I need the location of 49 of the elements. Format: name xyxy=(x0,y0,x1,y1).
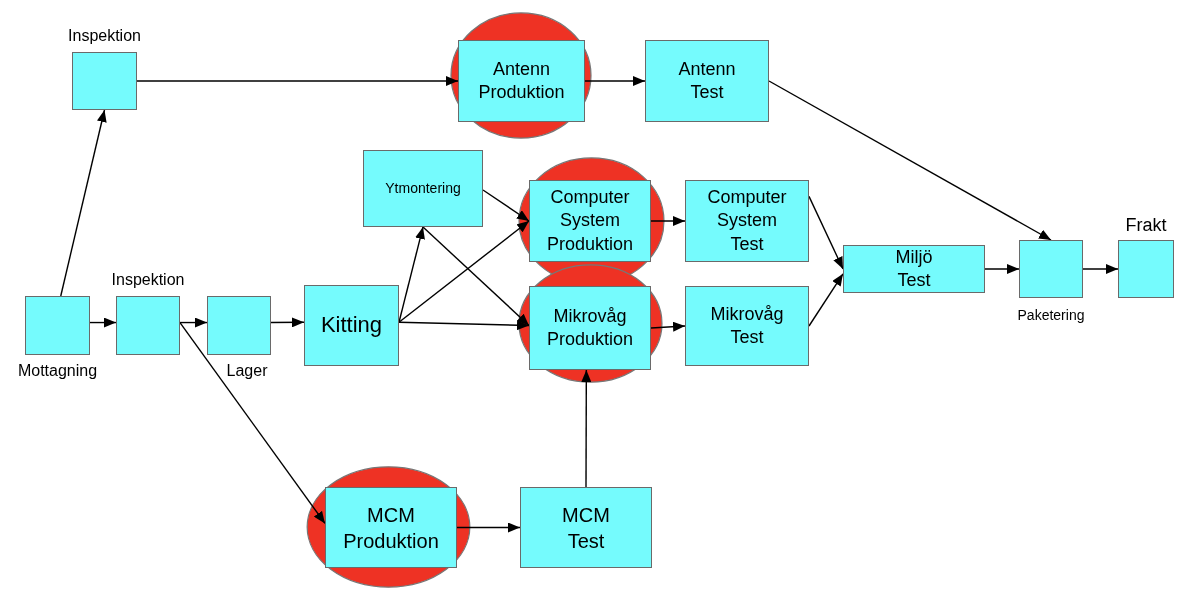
arrow xyxy=(584,76,646,86)
arrow xyxy=(398,226,425,323)
arrow xyxy=(179,321,326,525)
arrow xyxy=(456,522,521,533)
process-box xyxy=(685,180,809,262)
arrow xyxy=(136,76,459,86)
arrow xyxy=(808,273,844,327)
step-label: Inspektion xyxy=(68,28,141,44)
arrow xyxy=(808,195,844,270)
process-box xyxy=(843,245,985,293)
process-box xyxy=(520,487,652,568)
step-text: Computer System Produktion xyxy=(545,185,635,256)
arrow xyxy=(482,189,530,222)
arrow xyxy=(270,317,305,328)
step-text: Mikrovåg Test xyxy=(709,302,785,349)
step-text: Ytmontering xyxy=(385,179,461,198)
process-box xyxy=(645,40,769,122)
arrow xyxy=(650,216,686,226)
step-text: MCM Test xyxy=(561,502,611,554)
arrow xyxy=(581,369,592,488)
step-text: Kitting xyxy=(320,311,383,340)
process-box xyxy=(325,487,457,568)
arrow xyxy=(89,317,117,328)
arrow xyxy=(398,320,530,331)
arrow xyxy=(422,226,530,327)
process-box xyxy=(363,150,483,227)
step-label: Mottagning xyxy=(17,363,98,379)
process-box xyxy=(304,285,399,366)
process-box xyxy=(685,286,809,366)
process-box xyxy=(529,286,651,370)
process-box xyxy=(458,40,585,122)
arrow xyxy=(60,109,107,297)
arrow xyxy=(650,321,686,332)
process-box xyxy=(529,180,651,262)
arrow xyxy=(768,80,1052,241)
step-label: Frakt xyxy=(1125,216,1167,234)
step-text: Mikrovåg Produktion xyxy=(545,304,635,351)
step-label: Paketering xyxy=(1017,308,1085,322)
step-text: MCM Produktion xyxy=(342,502,440,554)
arrow xyxy=(1082,264,1119,274)
step-label: Inspektion xyxy=(111,272,185,288)
arrow xyxy=(398,220,530,323)
step-text: Miljö Test xyxy=(894,245,934,292)
step-text: Computer System Test xyxy=(706,185,788,256)
step-text: Antenn Test xyxy=(677,57,737,104)
arrow xyxy=(984,264,1020,274)
step-text: Antenn Produktion xyxy=(477,57,566,104)
arrow xyxy=(179,317,208,328)
step-label: Lager xyxy=(226,363,268,379)
